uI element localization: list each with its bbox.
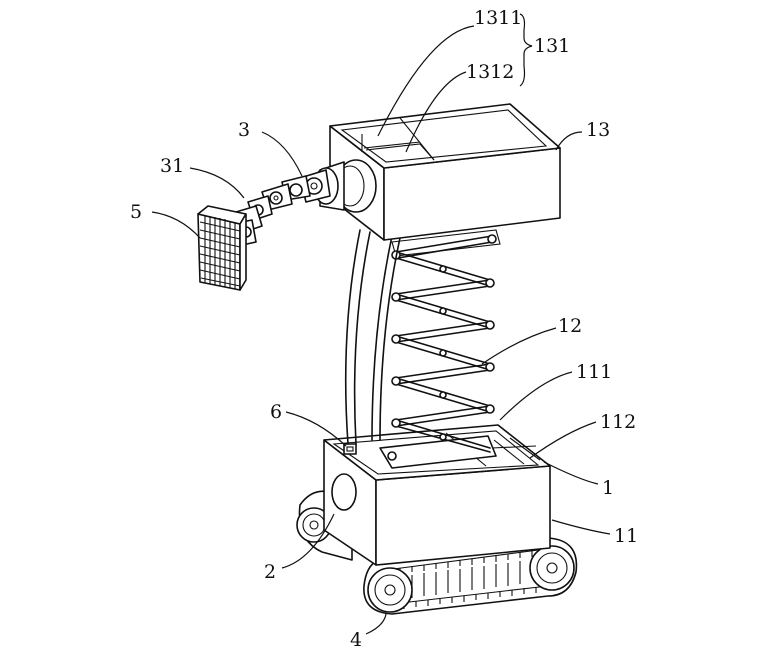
label-3: 3 xyxy=(238,119,250,141)
label-2: 2 xyxy=(264,561,276,583)
leader-lines xyxy=(151,13,611,635)
label-12: 12 xyxy=(558,315,582,337)
label-5: 5 xyxy=(130,201,142,223)
cable-hoses xyxy=(344,229,401,445)
label-112: 112 xyxy=(600,411,636,433)
top-housing xyxy=(329,103,561,241)
scissor-lift xyxy=(379,229,501,469)
label-1: 1 xyxy=(602,477,614,499)
reference-labels: 1311 1312 131 13 3 31 5 12 111 6 112 1 1… xyxy=(130,7,638,651)
label-31: 31 xyxy=(160,155,184,177)
label-6: 6 xyxy=(270,401,282,423)
label-11: 11 xyxy=(614,525,638,547)
label-1312: 1312 xyxy=(466,61,514,83)
label-13: 13 xyxy=(586,119,610,141)
robot-arm xyxy=(231,159,377,247)
label-131: 131 xyxy=(534,35,570,57)
brush-head xyxy=(197,205,247,291)
label-4: 4 xyxy=(350,629,362,651)
label-111: 111 xyxy=(576,361,612,383)
label-1311: 1311 xyxy=(474,7,522,29)
